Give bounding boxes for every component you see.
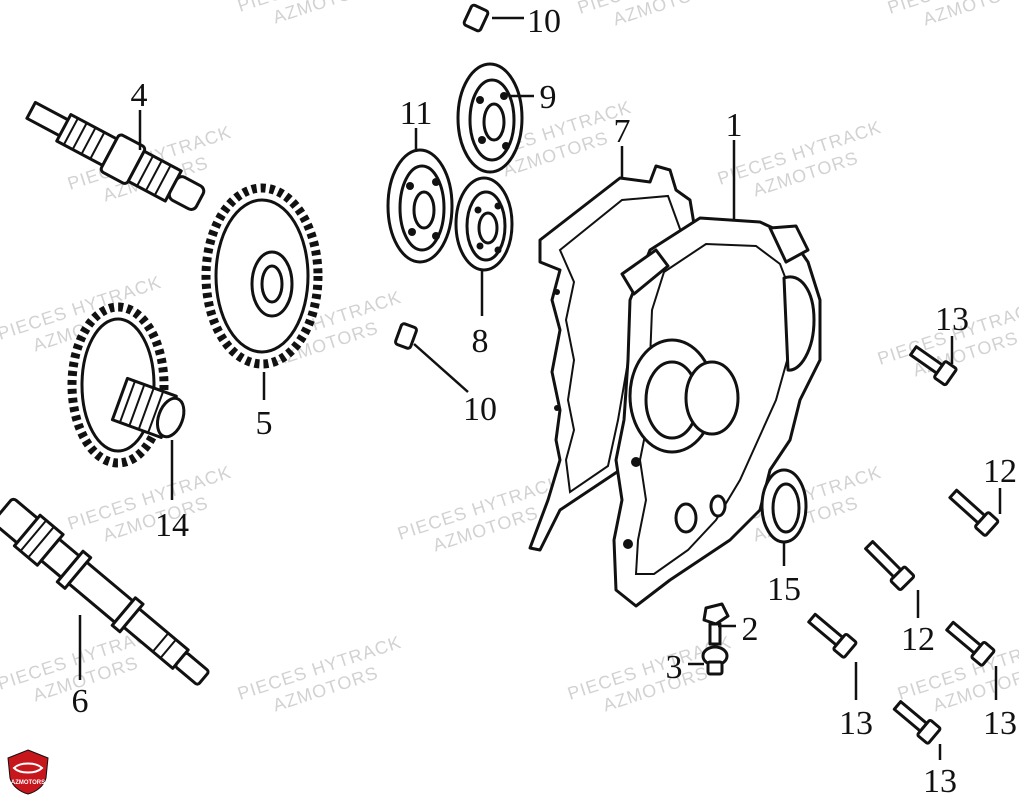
callout-3: 3 [666, 649, 683, 686]
callout-10-mid: 10 [463, 391, 497, 428]
callout-10-top: 10 [527, 3, 561, 40]
callout-12-a: 12 [983, 453, 1017, 490]
leader-lines [78, 16, 1002, 760]
callout-13-b: 13 [839, 705, 873, 742]
watermark-line2: AZMOTORS [270, 0, 380, 27]
callout-11: 11 [400, 95, 433, 132]
part-bolt-13d [892, 700, 942, 745]
part-bolt-12b [864, 540, 916, 592]
callout-13-a: 13 [935, 301, 969, 338]
part-transmission-cover [612, 216, 822, 608]
part-dowel-pin-top [462, 3, 490, 33]
watermark: PIECES HYTRACK AZMOTORS [235, 632, 404, 716]
callout-15: 15 [767, 571, 801, 608]
callout-9: 9 [540, 79, 557, 116]
callout-4: 4 [131, 77, 148, 114]
watermark-line2: AZMOTORS [920, 0, 1019, 29]
watermark: PIECES HYTRACK AZMOTORS [575, 0, 744, 29]
part-dowel-pin-mid [394, 322, 418, 350]
watermark: PIECES HYTRACK AZMOTORS [885, 0, 1019, 29]
callout-1: 1 [726, 107, 743, 144]
part-bearing-8 [454, 176, 514, 272]
callout-6: 6 [72, 683, 89, 720]
callout-2: 2 [742, 611, 759, 648]
azmotors-logo: AZMOTORS [7, 749, 49, 795]
part-bolt-13a [909, 345, 958, 387]
part-large-gear [201, 183, 323, 369]
part-bearing-11 [386, 148, 454, 264]
callout-13-c: 13 [983, 705, 1017, 742]
logo-text: AZMOTORS [11, 780, 45, 786]
part-bolt-13b [807, 612, 858, 659]
part-bearing-9 [456, 62, 524, 174]
callout-13-d: 13 [923, 763, 957, 800]
callout-7: 7 [614, 113, 631, 150]
callout-8: 8 [472, 323, 489, 360]
part-input-shaft [25, 100, 206, 211]
watermark-line2: AZMOTORS [610, 0, 720, 29]
watermark: PIECES HYTRACK AZMOTORS [65, 462, 234, 546]
part-bolt-13c [945, 620, 996, 667]
part-oil-seal [760, 468, 808, 544]
callout-14: 14 [155, 507, 189, 544]
part-drain-bolt [701, 602, 730, 676]
part-output-shaft [0, 497, 210, 686]
watermark: PIECES HYTRACK AZMOTORS [235, 0, 404, 27]
callout-12-b: 12 [901, 621, 935, 658]
part-bolt-12a [948, 488, 1000, 537]
callout-5: 5 [256, 405, 273, 442]
part-small-gear [67, 302, 186, 468]
callout-labels: 4 5 14 6 10 10 9 11 8 7 1 15 2 3 13 12 1… [72, 3, 1018, 800]
